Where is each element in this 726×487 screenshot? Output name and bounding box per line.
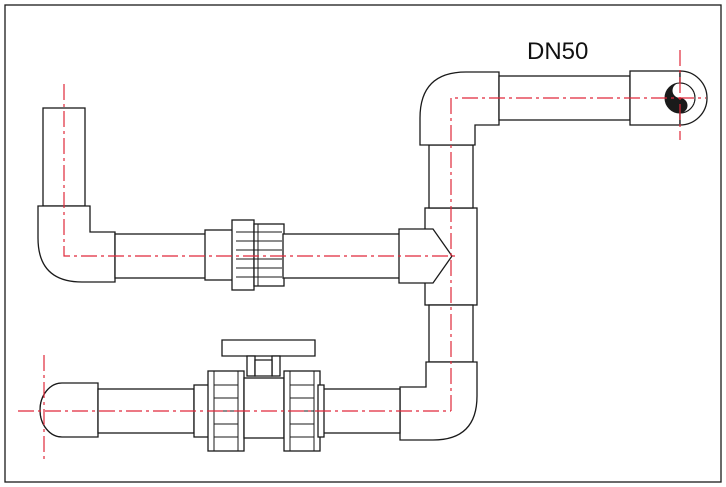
bottom-left-cap: [39, 382, 99, 438]
centerlines: [18, 50, 706, 462]
valve-handle: [221, 339, 316, 377]
left-elbow: [37, 205, 116, 283]
top-elbow: [419, 71, 500, 146]
union-fitting: [204, 219, 285, 291]
pipe-size-label: DN50: [527, 38, 588, 65]
bottom-horizontal-pipe-right: [321, 388, 401, 434]
